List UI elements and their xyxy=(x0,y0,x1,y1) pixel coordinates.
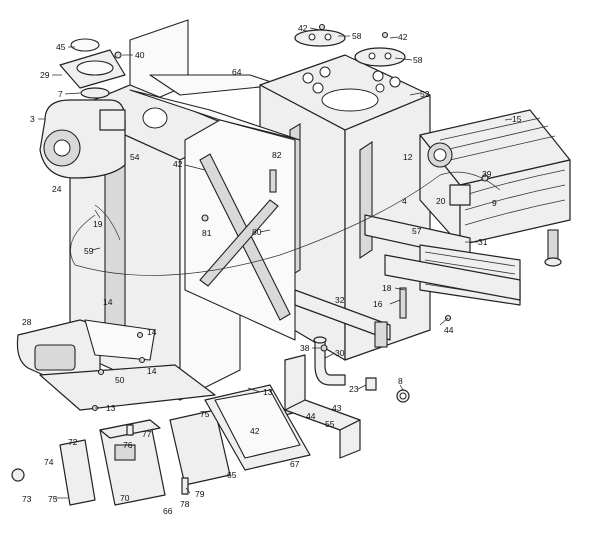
label-23: 23 xyxy=(349,384,359,394)
label-28: 28 xyxy=(22,317,32,327)
inner-front-panel xyxy=(129,89,301,341)
label-66: 66 xyxy=(163,506,173,516)
mounting-bracket xyxy=(284,354,361,459)
label-58: 58 xyxy=(413,55,423,65)
label-9: 9 xyxy=(492,198,497,208)
label-32: 32 xyxy=(335,295,345,305)
label-77: 77 xyxy=(142,429,152,439)
label-14: 14 xyxy=(147,366,157,376)
label-14: 14 xyxy=(147,327,157,337)
bottom-panel xyxy=(39,319,216,411)
label-12: 12 xyxy=(403,152,413,162)
label-13: 13 xyxy=(263,387,273,397)
label-42: 42 xyxy=(173,159,183,169)
label-24: 24 xyxy=(52,184,62,194)
label-73: 73 xyxy=(22,494,32,504)
label-75: 75 xyxy=(48,494,58,504)
label-14: 14 xyxy=(103,297,113,307)
label-78: 78 xyxy=(180,499,190,509)
label-52: 52 xyxy=(420,89,430,99)
label-31: 31 xyxy=(478,237,488,247)
label-42: 42 xyxy=(398,32,408,42)
label-19: 19 xyxy=(93,219,103,229)
label-72: 72 xyxy=(68,437,78,447)
label-59: 59 xyxy=(84,246,94,256)
label-39: 39 xyxy=(482,169,492,179)
label-42: 42 xyxy=(298,23,308,33)
wiring xyxy=(70,171,501,276)
label-75: 75 xyxy=(200,409,210,419)
label-29: 29 xyxy=(40,70,50,80)
label-3: 3 xyxy=(30,114,35,124)
fan-assembly xyxy=(39,38,126,179)
label-18: 18 xyxy=(382,283,392,293)
label-55: 55 xyxy=(325,419,335,429)
label-40: 40 xyxy=(135,50,145,60)
label-4: 4 xyxy=(402,196,407,206)
label-65: 65 xyxy=(227,470,237,480)
label-16: 16 xyxy=(373,299,383,309)
label-80: 80 xyxy=(252,227,262,237)
label-76: 76 xyxy=(123,440,133,450)
label-67: 67 xyxy=(290,459,300,469)
leader-lines xyxy=(38,27,513,499)
label-7: 7 xyxy=(58,89,63,99)
label-82: 82 xyxy=(272,150,282,160)
label-43: 43 xyxy=(332,403,342,413)
label-74: 74 xyxy=(44,457,54,467)
label-20: 20 xyxy=(436,196,446,206)
screws xyxy=(91,23,489,412)
control-panel-parts xyxy=(11,384,311,506)
part-number-labels: 42 58 42 58 45 40 29 64 7 52 15 3 54 42 … xyxy=(22,23,522,516)
label-15: 15 xyxy=(512,114,522,124)
label-70: 70 xyxy=(120,493,130,503)
burner-assembly xyxy=(294,214,521,348)
label-44: 44 xyxy=(306,411,316,421)
label-79: 79 xyxy=(195,489,205,499)
label-45: 45 xyxy=(56,42,66,52)
gas-pipe xyxy=(313,336,410,403)
label-13: 13 xyxy=(106,403,116,413)
label-58: 58 xyxy=(352,31,362,41)
label-38: 38 xyxy=(300,343,310,353)
label-64: 64 xyxy=(232,67,242,77)
label-8: 8 xyxy=(398,376,403,386)
top-caps xyxy=(294,29,406,67)
label-50: 50 xyxy=(115,375,125,385)
label-81: 81 xyxy=(202,228,212,238)
label-42: 42 xyxy=(250,426,260,436)
label-30: 30 xyxy=(335,348,345,358)
label-44: 44 xyxy=(444,325,454,335)
label-57: 57 xyxy=(412,226,422,236)
label-54: 54 xyxy=(130,152,140,162)
